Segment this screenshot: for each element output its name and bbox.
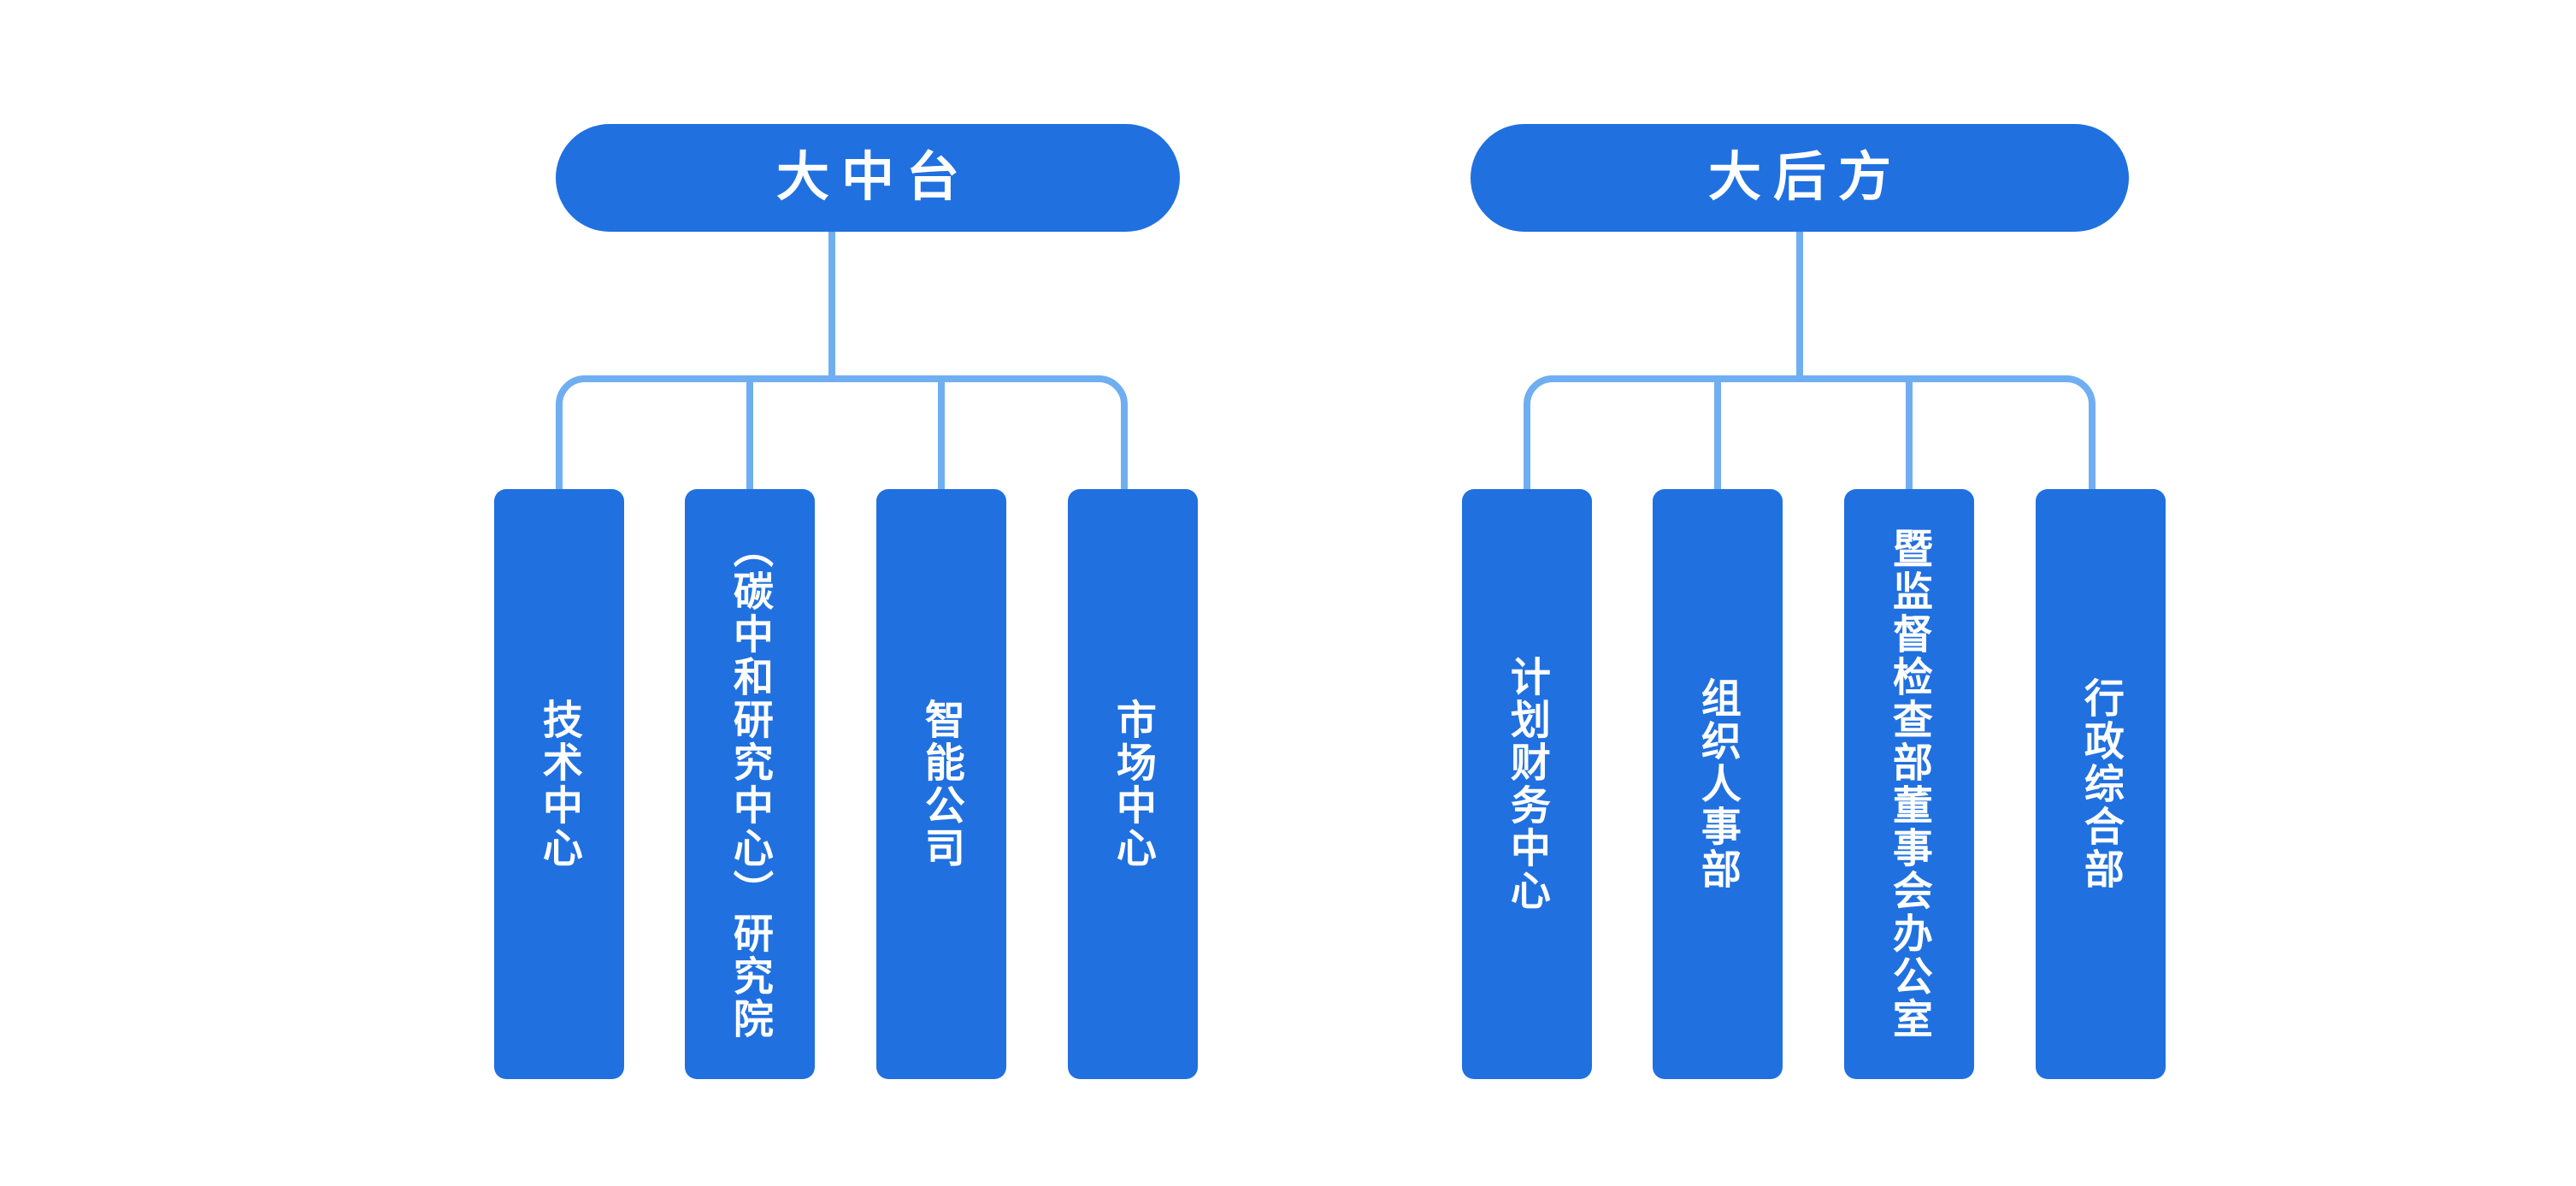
node-zhineng-gongsi[interactable]: 智能公司 — [876, 489, 1006, 1079]
group-header-right-label: 大后方 — [1707, 148, 1903, 207]
node-jihua-caiwu[interactable]: 计划财务中心 — [1462, 489, 1592, 1079]
connector-right-bus — [1524, 375, 2096, 489]
node-xingzheng-zonghe-label: 行政综合部 — [2078, 677, 2124, 891]
node-yanjiuyuan-label: （碳中和研究中心）研究院 — [727, 528, 773, 1041]
node-zuzhi-renshi-label: 组织人事部 — [1695, 677, 1741, 891]
node-zuzhi-renshi[interactable]: 组织人事部 — [1653, 489, 1783, 1079]
node-jishu-zhongxin-label: 技术中心 — [536, 699, 582, 870]
node-xingzheng-zonghe[interactable]: 行政综合部 — [2036, 489, 2166, 1079]
node-shichang-zhongxin[interactable]: 市场中心 — [1068, 489, 1198, 1079]
node-shichang-zhongxin-label: 市场中心 — [1110, 699, 1156, 870]
node-dongshihui-bangongshi-label: 暨监督检查部董事会办公室 — [1886, 528, 1932, 1041]
group-header-left[interactable]: 大中台 — [556, 124, 1180, 232]
node-jishu-zhongxin[interactable]: 技术中心 — [494, 489, 624, 1079]
group-header-right[interactable]: 大后方 — [1471, 124, 2129, 232]
node-zhineng-gongsi-label: 智能公司 — [918, 699, 964, 870]
node-jihua-caiwu-label: 计划财务中心 — [1504, 656, 1550, 912]
node-yanjiuyuan[interactable]: （碳中和研究中心）研究院 — [685, 489, 815, 1079]
connector-left-bus — [556, 375, 1128, 489]
node-dongshihui-bangongshi[interactable]: 暨监督检查部董事会办公室 — [1844, 489, 1974, 1079]
group-header-left-label: 大中台 — [775, 148, 971, 207]
